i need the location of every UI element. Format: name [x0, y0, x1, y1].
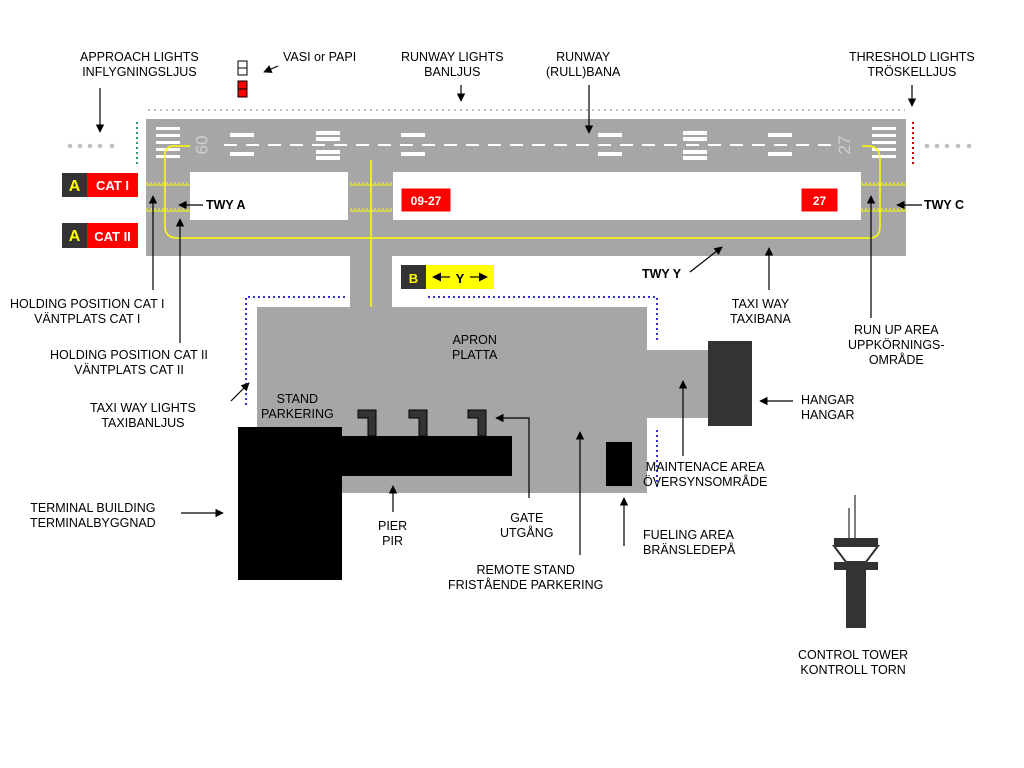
arrow-taxiway-lights: [230, 382, 250, 402]
runway-marking-bar: [316, 150, 340, 154]
gate-bridge: [357, 409, 377, 437]
threshold-markings-west: [156, 127, 180, 158]
arrow-gate: [495, 413, 530, 498]
runway-marking-bar: [683, 150, 707, 154]
sign-runway-0927-text: 09-27: [411, 194, 442, 208]
runway-complex: [146, 119, 906, 311]
pier: [340, 436, 512, 476]
runway-touchdown-markings: [230, 131, 792, 160]
runway-marking-bar: [316, 156, 340, 160]
gate-bridge: [467, 409, 487, 437]
runway-marking-bar: [683, 131, 707, 135]
sign-runway-27-text: 27: [813, 194, 827, 208]
holding-position-markings: [146, 182, 906, 212]
runway-marking-bar: [316, 131, 340, 135]
terminal-building: [238, 427, 342, 580]
label-runway: RUNWAY(RULL)BANA: [546, 50, 621, 79]
sign-runway-27: 27: [800, 187, 839, 213]
approach-lights-west: [67, 143, 115, 149]
sign-cat-i-text: CAT I: [96, 178, 129, 193]
sign-twy-b-location: B: [409, 271, 418, 286]
sign-cat-i: A CAT I: [62, 173, 138, 197]
approach-lights-east: [924, 143, 972, 149]
label-twy-a: TWY A: [206, 198, 246, 212]
label-vasi: VASI or PAPI: [283, 50, 357, 64]
label-twy-c: TWY C: [924, 198, 965, 212]
control-tower: [832, 495, 880, 628]
vasi-papi-lights: [237, 60, 248, 98]
sign-cat-ii-text: CAT II: [94, 229, 131, 244]
grass-island-east: [393, 172, 861, 220]
runway-marking-bar: [683, 156, 707, 160]
arrow-vasi: [263, 65, 279, 73]
runway-marking-bar: [230, 152, 254, 156]
maintenance-area: [647, 350, 712, 418]
gate-bridges: [357, 409, 487, 437]
sign-runway-0927: 09-27: [400, 187, 452, 213]
runway-marking-bar: [401, 152, 425, 156]
runway-marking-bar: [316, 137, 340, 141]
gate-bridge: [408, 409, 428, 437]
grass-island-west: [190, 172, 348, 220]
sign-cat-ii: A CAT II: [62, 223, 138, 248]
runway-marking-bar: [768, 152, 792, 156]
sign-cat-i-location: A: [69, 178, 81, 195]
runway-designator-west: 09: [192, 136, 211, 155]
runway-marking-bar: [768, 133, 792, 137]
runway-marking-bar: [683, 137, 707, 141]
sign-twy-b-y: B Y: [401, 265, 494, 289]
pointer-arrows: [95, 65, 922, 555]
arrow-twy-y: [689, 246, 723, 273]
runway-marking-bar: [598, 133, 622, 137]
runway-marking-bar: [401, 133, 425, 137]
hangar-building: [708, 341, 752, 426]
taxiway-edge-lights: [245, 296, 658, 488]
runway-designator-east: 27: [835, 136, 854, 155]
sign-twy-y-direction: Y: [456, 271, 465, 286]
threshold-markings-east: [872, 127, 896, 158]
sign-cat-ii-location: A: [69, 228, 81, 245]
runway-marking-bar: [598, 152, 622, 156]
label-twy-y: TWY Y: [642, 267, 682, 281]
runway-marking-bar: [230, 133, 254, 137]
fueling-area: [606, 442, 632, 486]
